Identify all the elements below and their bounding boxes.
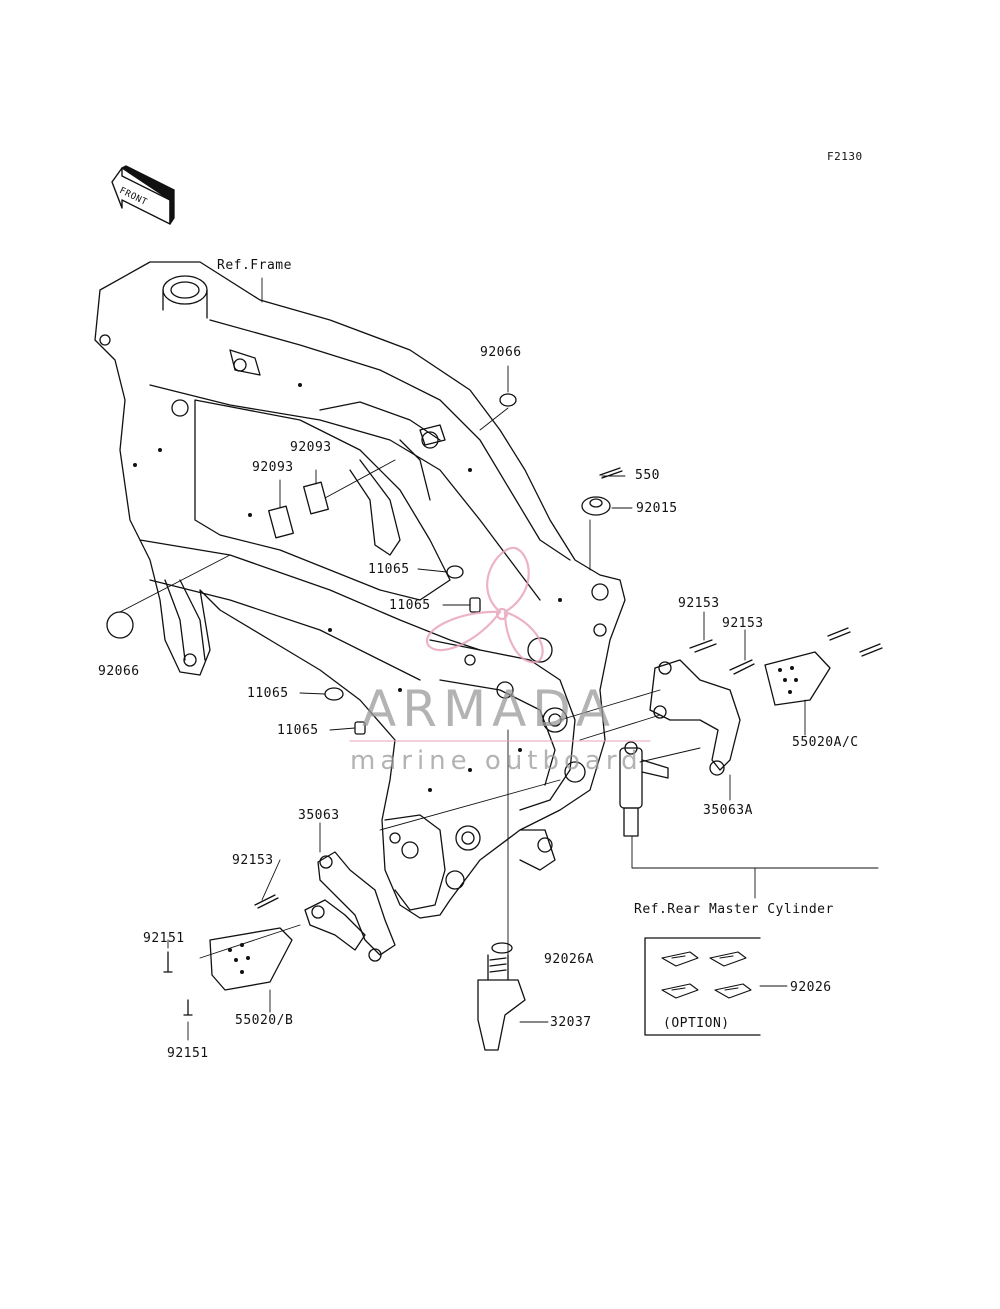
part-55020ac[interactable]: 55020A/C	[792, 735, 859, 750]
front-arrow-icon	[111, 165, 175, 225]
option-box	[644, 937, 761, 1036]
part-92066-left[interactable]: 92066	[98, 664, 140, 679]
part-92066-top[interactable]: 92066	[480, 345, 522, 360]
watermark-logo	[349, 546, 651, 742]
watermark-brand: ARMADA	[362, 680, 617, 738]
part-92151-b[interactable]: 92151	[167, 1046, 209, 1061]
part-92026[interactable]: 92026	[790, 980, 832, 995]
ref-rear-master-cylinder-label: Ref.Rear Master Cylinder	[634, 902, 834, 917]
figure-code: F2130	[827, 150, 863, 163]
part-92153-a[interactable]: 92153	[678, 596, 720, 611]
rear-master-cylinder	[619, 741, 669, 837]
part-11065-a[interactable]: 11065	[368, 562, 410, 577]
part-11065-c[interactable]: 11065	[247, 686, 289, 701]
main-frame	[94, 261, 626, 919]
part-35063a[interactable]: 35063A	[703, 803, 753, 818]
part-92093-b[interactable]: 92093	[252, 460, 294, 475]
left-footpeg-bracket	[163, 851, 396, 1016]
ref-frame-label: Ref.Frame	[217, 258, 292, 273]
part-92015[interactable]: 92015	[636, 501, 678, 516]
part-11065-b[interactable]: 11065	[389, 598, 431, 613]
part-35063[interactable]: 35063	[298, 808, 340, 823]
part-550[interactable]: 550	[635, 468, 660, 483]
part-11065-d[interactable]: 11065	[277, 723, 319, 738]
clip-icon	[661, 951, 752, 999]
part-92153-c[interactable]: 92153	[232, 853, 274, 868]
right-footpeg-bracket	[649, 627, 883, 776]
part-92026a[interactable]: 92026A	[544, 952, 594, 967]
watermark-tagline: marine outboard	[350, 746, 643, 776]
option-label: (OPTION)	[663, 1016, 730, 1031]
part-92093-a[interactable]: 92093	[290, 440, 332, 455]
part-32037[interactable]: 32037	[550, 1015, 592, 1030]
leader-lines	[119, 277, 879, 1041]
part-92151-a[interactable]: 92151	[143, 931, 185, 946]
part-92153-b[interactable]: 92153	[722, 616, 764, 631]
stand-bracket-32037	[477, 942, 526, 1051]
part-55020b[interactable]: 55020/B	[235, 1013, 294, 1028]
